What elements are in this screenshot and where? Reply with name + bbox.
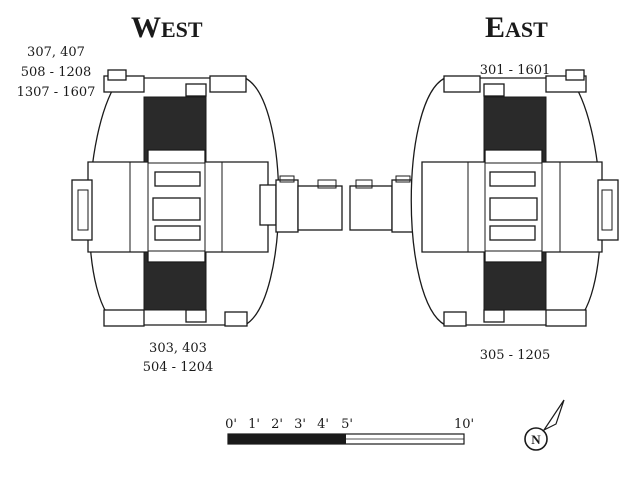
bridge-segment <box>275 179 299 233</box>
bridge-segment <box>297 185 343 231</box>
west-elevator-block <box>152 197 201 221</box>
connecting-bridge <box>259 175 429 233</box>
west-edge-bay-inner <box>77 189 89 231</box>
east-elevator-block <box>489 197 538 221</box>
east-lobby <box>484 162 543 252</box>
scale-tick-label: 2' <box>271 417 283 432</box>
west-top-unit-label: 508 - 1208 <box>21 65 92 80</box>
west-bottom-unit-label: 504 - 1204 <box>143 360 214 375</box>
east-wing-floor-plan <box>410 69 619 327</box>
bridge-segment <box>279 175 295 183</box>
scale-tick-label: 10' <box>454 417 474 432</box>
west-elevator-block <box>154 171 201 187</box>
north-arrow-letter: N <box>531 432 541 447</box>
east-corner-bay <box>483 83 505 97</box>
east-corner-bay <box>483 309 505 323</box>
west-lobby <box>147 162 206 252</box>
east-elevator-block <box>489 171 536 187</box>
east-elevator-block <box>489 225 536 241</box>
east-edge-bay-inner <box>601 189 613 231</box>
west-bottom-unit-labels: 303, 403 504 - 1204 <box>143 341 214 375</box>
west-top-unit-labels: 307, 407 508 - 1208 1307 - 1607 <box>17 45 96 100</box>
bridge-segment <box>355 179 373 189</box>
east-corner-bay <box>565 69 585 81</box>
north-arrow-circle <box>524 427 548 451</box>
scale-bar: 0' 1' 2' 3' 4' 5' 10' <box>225 417 474 445</box>
west-corner-bay <box>224 311 248 327</box>
bridge-segment <box>395 175 411 183</box>
north-arrow-pointer <box>542 399 565 432</box>
bridge-segment <box>259 184 277 226</box>
west-elevator-block <box>154 225 201 241</box>
east-top-unit-label: 301 - 1601 <box>480 63 551 78</box>
east-bottom-unit-label: 305 - 1205 <box>480 348 551 363</box>
scale-tick-label: 0' <box>225 417 237 432</box>
scale-tick-label: 3' <box>294 417 306 432</box>
scale-tick-label: 4' <box>317 417 329 432</box>
west-edge-bay <box>71 179 93 241</box>
west-wing-title: WEST <box>131 11 203 44</box>
bridge-segment <box>349 185 393 231</box>
west-top-unit-label: 307, 407 <box>27 45 85 60</box>
east-wing-title: EAST <box>485 11 548 44</box>
east-corner-bay <box>443 75 481 93</box>
scale-tick-label: 1' <box>248 417 260 432</box>
west-corner-bay <box>103 309 145 327</box>
bridge-segment <box>317 179 337 189</box>
east-corner-bay <box>545 309 587 327</box>
west-bottom-unit-label: 303, 403 <box>149 341 207 356</box>
west-top-unit-label: 1307 - 1607 <box>17 85 96 100</box>
scale-tick-label: 5' <box>341 417 353 432</box>
west-corner-bay <box>185 309 207 323</box>
west-corner-bay <box>185 83 207 97</box>
east-corner-bay <box>443 311 467 327</box>
north-arrow-icon: N <box>524 399 565 451</box>
west-corner-bay <box>209 75 247 93</box>
east-edge-bay <box>597 179 619 241</box>
west-wing-floor-plan <box>71 69 280 327</box>
west-corner-bay <box>107 69 127 81</box>
